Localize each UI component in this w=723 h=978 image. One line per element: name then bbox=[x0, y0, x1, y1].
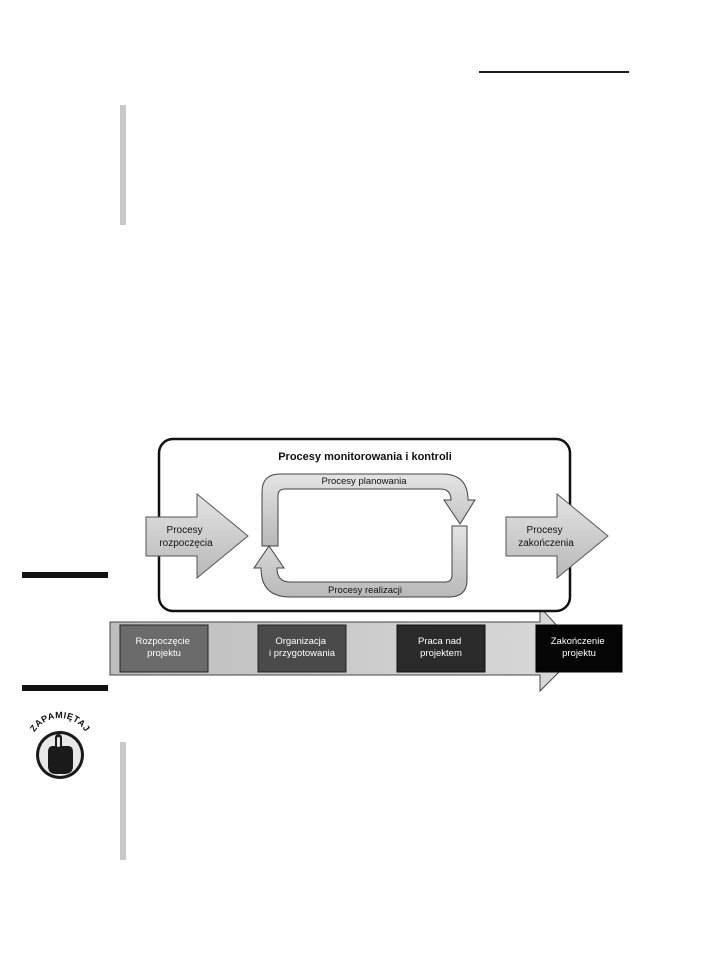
svg-text:Organizacja i przygotowa: Organizacja i przygotowania bbox=[269, 636, 336, 659]
phase-label: Organizacja bbox=[275, 636, 326, 647]
header-rule bbox=[479, 71, 629, 73]
svg-text:Praca nad projektem: Praca nad projektem bbox=[418, 636, 464, 659]
remember-text: ZAPAMIĘTAJ bbox=[28, 710, 92, 734]
closing-arrow bbox=[505, 492, 609, 580]
pointing-finger-icon bbox=[48, 734, 73, 774]
phase-box-organization: Organizacja i przygotowania bbox=[257, 624, 347, 673]
svg-text:Zakończenie projektu: Zakończenie projektu bbox=[551, 636, 608, 659]
monitoring-title: Procesy monitorowania i kontroli bbox=[278, 451, 452, 463]
phase-label: projektu bbox=[147, 648, 181, 659]
sidebar-quote-bar bbox=[120, 742, 126, 860]
phase-box-initiation: Rozpoczęcie projektu bbox=[119, 624, 209, 673]
sidebar-quote-bar bbox=[120, 105, 126, 225]
phase-label: Zakończenie bbox=[551, 636, 605, 647]
execution-arrow bbox=[253, 525, 468, 598]
planning-arrow bbox=[261, 473, 476, 547]
phase-label: projektu bbox=[562, 648, 596, 659]
initiation-arrow bbox=[145, 492, 249, 580]
planning-label: Procesy planowania bbox=[321, 476, 407, 487]
phase-label: projektem bbox=[420, 648, 462, 659]
remember-badge: ZAPAMIĘTAJ bbox=[28, 710, 92, 779]
closing-label: Procesy zakończenia bbox=[518, 525, 574, 549]
phase-label: Praca nad bbox=[418, 636, 461, 647]
initiation-label: Procesy rozpoczęcia bbox=[159, 525, 213, 549]
phase-box-work: Praca nad projektem bbox=[396, 624, 486, 673]
phase-label: Rozpoczęcie bbox=[135, 636, 189, 647]
margin-rule bbox=[22, 685, 108, 691]
execution-label: Procesy realizacji bbox=[328, 585, 402, 596]
phase-box-closing: Zakończenie projektu bbox=[535, 624, 623, 673]
margin-rule bbox=[22, 572, 108, 578]
svg-text:Rozpoczęcie projektu: Rozpoczęcie projektu bbox=[135, 636, 192, 659]
phase-label: i przygotowania bbox=[269, 648, 336, 659]
